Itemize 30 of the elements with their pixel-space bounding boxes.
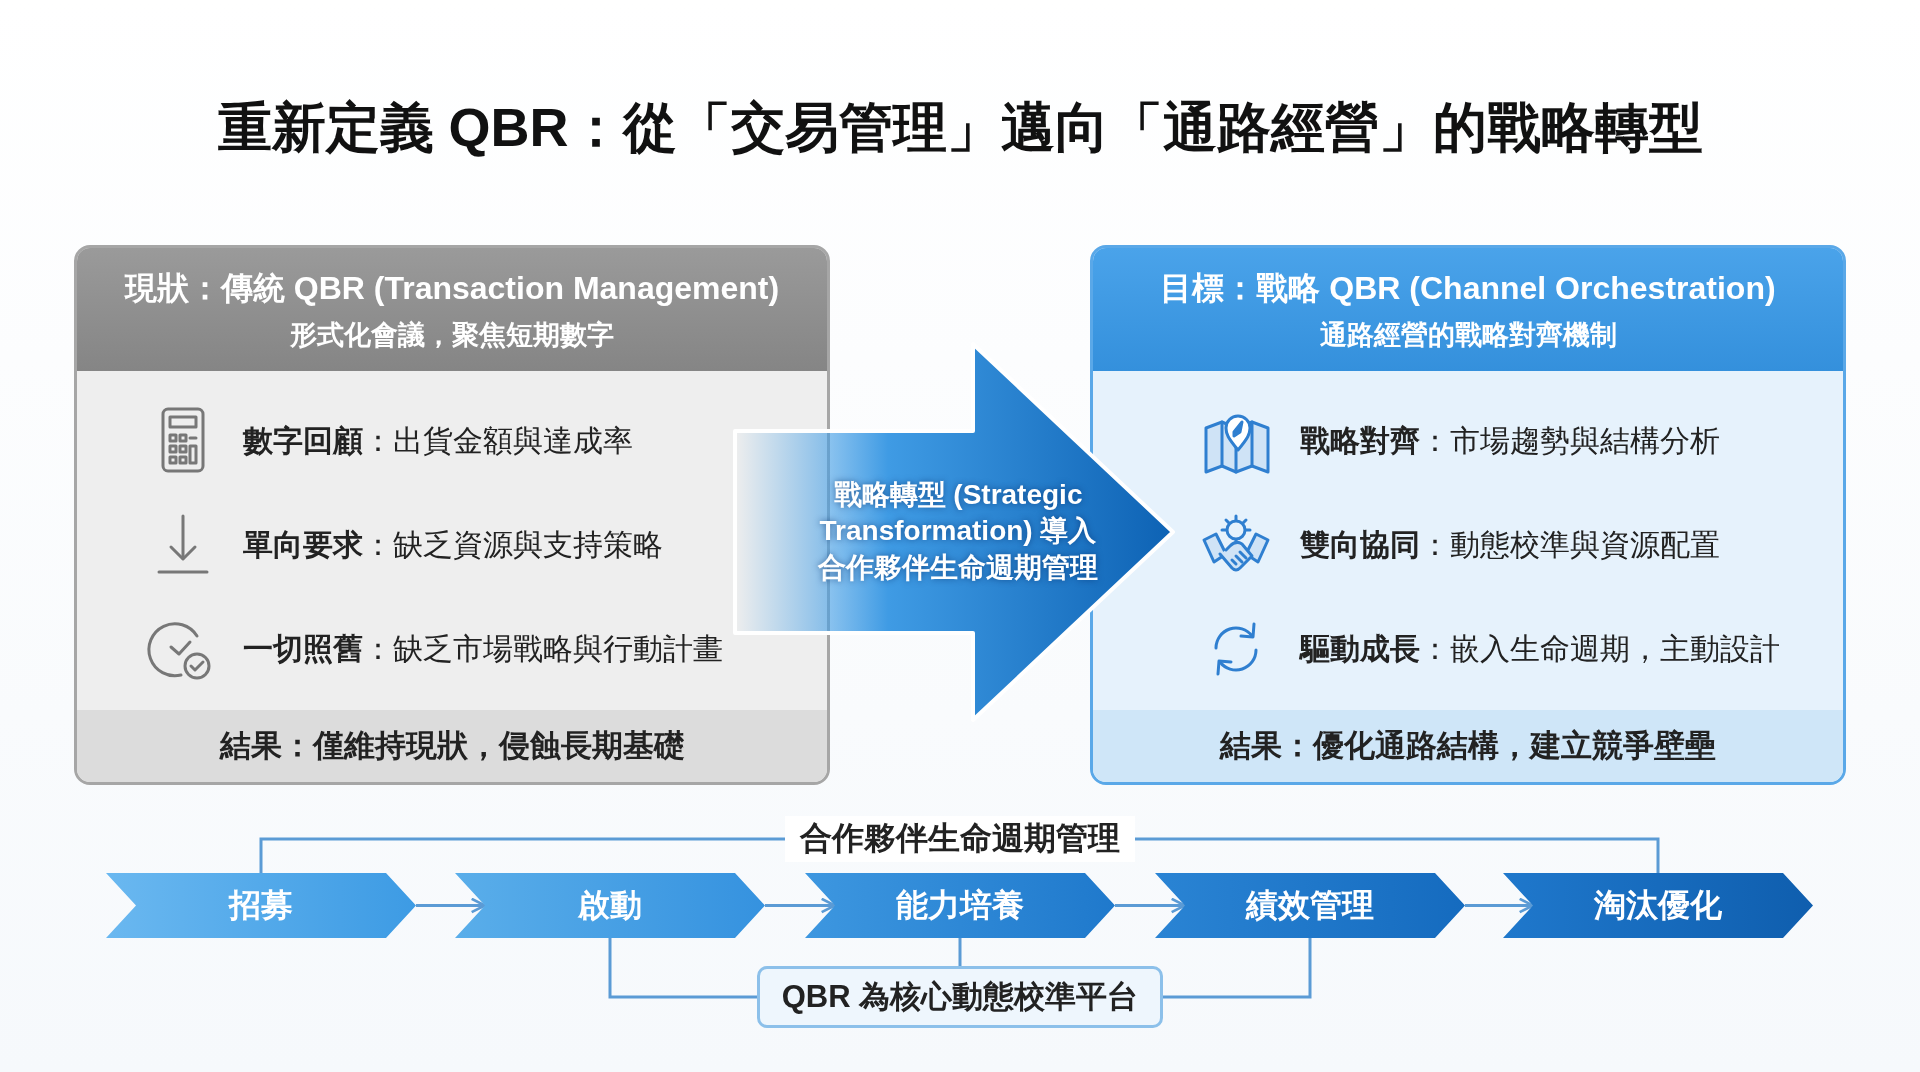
result-text: 結果：優化通路結構，建立競爭壁壘 (1220, 727, 1716, 765)
feature-text: 數字回顧：出貨金額與達成率 (243, 422, 633, 459)
panel-subtitle: 形式化會議，聚焦短期數字 (290, 318, 614, 352)
result-text: 結果：僅維持現狀，侵蝕長期基礎 (219, 727, 685, 765)
feature-text: 單向要求：缺乏資源與支持策略 (243, 526, 663, 563)
title: 重新定義 QBR：從「交易管理」邁向「通路經營」的戰略轉型 (216, 96, 1704, 159)
arrow (765, 897, 837, 914)
feature-text: 戰略對齊：市場趨勢與結構分析 (1300, 422, 1720, 459)
connector-line (958, 938, 962, 966)
stage-banner: 淘汰優化 (1503, 873, 1813, 938)
arrow (1465, 897, 1535, 914)
arrow-label: 戰略轉型 (Strategic Transformation) 導入合作夥伴生命週期管理 (818, 478, 1098, 586)
feature-text: 雙向協同：動態校準與資源配置 (1300, 526, 1720, 563)
arrow (416, 897, 487, 914)
feature-text: 一切照舊：缺乏市場戰略與行動計畫 (243, 630, 723, 667)
arrow (1115, 897, 1187, 914)
bracket-title: 合作夥伴生命週期管理 (785, 816, 1135, 862)
stage-banner: 招募 (106, 873, 416, 938)
connector-line (1135, 837, 1660, 873)
panel-title: 目標：戰略 QBR (Channel Orchestration) (1160, 268, 1776, 308)
stage-banner: 績效管理 (1155, 873, 1465, 938)
stage-banner: 能力培養 (805, 873, 1115, 938)
platform-box: QBR 為核心動態校準平台 (757, 966, 1163, 1028)
connector-line (259, 837, 785, 873)
panel-subtitle: 通路經營的戰略對齊機制 (1319, 318, 1617, 352)
stage-banner: 啟動 (455, 873, 765, 938)
panel-title: 現狀：傳統 QBR (Transaction Management) (124, 268, 780, 308)
connector-line (1163, 938, 1312, 999)
feature-text: 驅動成長：嵌入生命週期，主動設計 (1300, 630, 1780, 667)
connector-line (608, 938, 757, 999)
